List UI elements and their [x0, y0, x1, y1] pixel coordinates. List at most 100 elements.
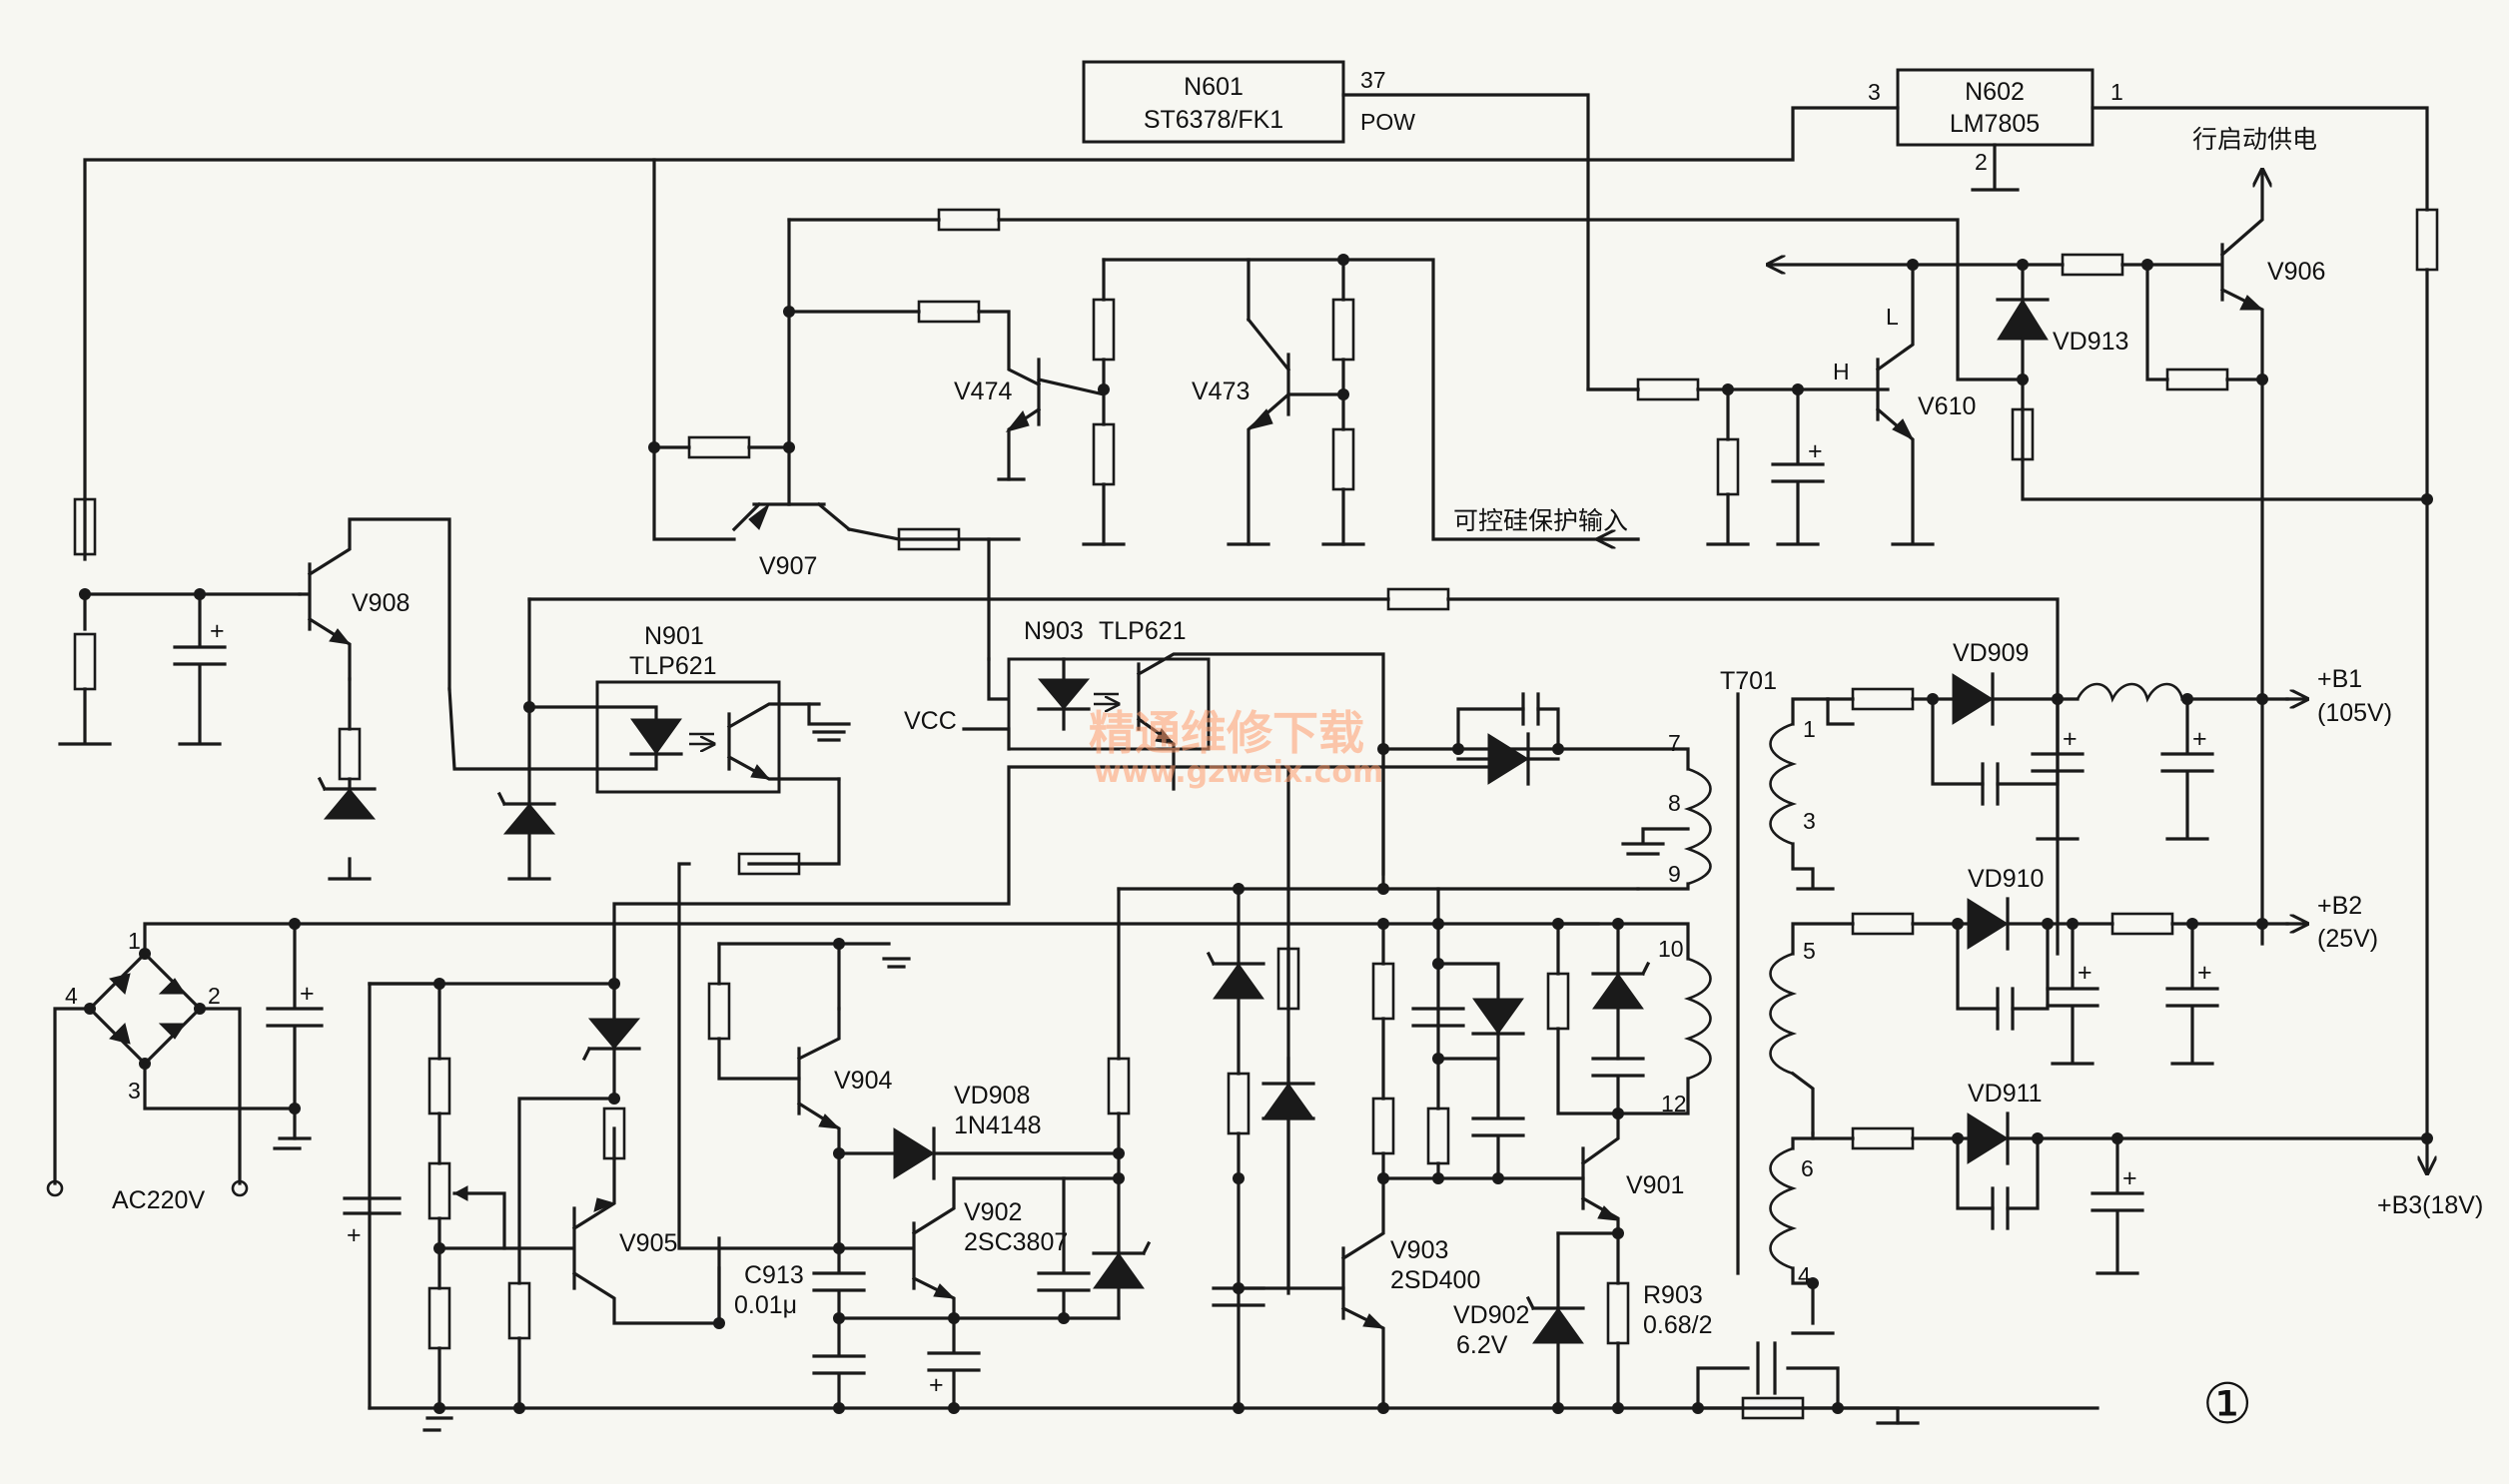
bridge-pin-4: 4	[65, 983, 78, 1009]
resistor-v906-feedback	[2165, 368, 2229, 391]
diode-vd909	[1931, 672, 2060, 726]
capacitor-ground	[1756, 1341, 1777, 1395]
resistor-v903-b	[1276, 947, 1300, 1011]
vd910-label: VD910	[1968, 865, 2044, 893]
resistor-winding-a	[1426, 1107, 1450, 1165]
c913-value-label: 0.01μ	[734, 1291, 797, 1319]
resistor-v908-emitter	[338, 727, 362, 781]
t-pin-6: 6	[1801, 1155, 1814, 1181]
b3-label: +B3(18V)	[2377, 1191, 2483, 1219]
transistor-v902	[837, 1176, 956, 1320]
n602-part-label: LM7805	[1950, 110, 2040, 138]
b1-label: +B1	[2317, 665, 2362, 693]
resistor-v903-c1	[1371, 962, 1395, 1021]
vcc-label: VCC	[904, 707, 957, 735]
bridge-pin-3: 3	[128, 1078, 141, 1104]
capacitor-b2-a	[2046, 922, 2099, 1066]
t-pin-4: 4	[1798, 1262, 1811, 1288]
t-pin-7: 7	[1668, 730, 1681, 756]
v907-label: V907	[759, 552, 817, 580]
v474-label: V474	[954, 377, 1012, 405]
capacitor-v905	[343, 1196, 402, 1215]
resistor-v474-down	[1092, 422, 1116, 486]
resistor-winding-b	[1546, 972, 1570, 1031]
n901-part-label: TLP621	[629, 652, 717, 680]
zener-v905	[581, 1018, 641, 1062]
diode-snubber	[1456, 732, 1560, 786]
diode-vd913	[1996, 263, 2050, 411]
v902-part-label: 2SC3807	[964, 1228, 1068, 1256]
capacitor-b1-b	[2160, 697, 2214, 841]
capacitor-winding-b	[1471, 1057, 1525, 1180]
vd909-label: VD909	[1953, 639, 2029, 667]
zener-v903-a	[1206, 887, 1265, 1410]
capacitor-main-filter	[266, 922, 324, 1140]
plus-sign: +	[2197, 959, 2212, 987]
resistor-left-down	[73, 632, 97, 691]
resistor-v906-base	[2061, 253, 2124, 277]
v610-h-label: H	[1833, 359, 1850, 384]
v903-part-label: 2SD400	[1390, 1266, 1480, 1294]
winding-7-9	[1683, 767, 1712, 886]
transistor-v901	[1580, 1112, 1620, 1230]
t-pin-12: 12	[1661, 1091, 1687, 1116]
transistor-v610	[1875, 263, 1935, 546]
winding-5-6	[1769, 952, 1798, 1076]
v610-label: V610	[1918, 392, 1976, 420]
resistor-ground	[1741, 1396, 1805, 1420]
capacitor-vd911	[1991, 1186, 2010, 1230]
resistor-v904-base	[707, 982, 731, 1041]
r903-value-label: 0.68/2	[1643, 1311, 1713, 1339]
resistor-r903	[1606, 1281, 1630, 1345]
capacitor-v908	[173, 592, 227, 746]
t-pin-5: 5	[1803, 938, 1816, 964]
transistor-v907	[731, 501, 852, 532]
n602-pin-gnd: 2	[1975, 149, 1988, 175]
vd902-value-label: 6.2V	[1456, 1331, 1508, 1359]
v905-label: V905	[619, 1229, 677, 1257]
resistor-left-up	[73, 497, 97, 556]
n602-pin-in: 3	[1868, 79, 1881, 105]
resistor-v905-e	[602, 1107, 626, 1160]
resistor-r-b3	[2415, 208, 2439, 272]
plus-sign: +	[929, 1371, 944, 1399]
n601-pin-name: POW	[1360, 109, 1415, 135]
c913-label: C913	[744, 1261, 804, 1289]
plus-sign: +	[2122, 1164, 2137, 1192]
winding-1-3	[1769, 722, 1798, 846]
inductor-b1	[2076, 682, 2184, 703]
plus-sign: +	[300, 980, 315, 1008]
transistor-v908	[298, 517, 451, 691]
n602-name-label: N602	[1965, 78, 2025, 106]
resistor-b2	[1851, 912, 1915, 936]
watermark-cn: 精通维修下载	[1089, 706, 1364, 760]
v901-label: V901	[1626, 1171, 1684, 1199]
plus-sign: +	[210, 617, 225, 645]
t701-label: T701	[1720, 667, 1777, 695]
n602-pin-out: 1	[2110, 79, 2123, 105]
b2-label: +B2	[2317, 892, 2362, 920]
vd911-label: VD911	[1968, 1080, 2043, 1108]
line-start-supply-label: 行启动供电	[2192, 126, 2317, 154]
vd908-label: VD908	[954, 1082, 1030, 1110]
bridge-pin-2: 2	[208, 983, 221, 1009]
resistor-v905-a	[427, 1057, 451, 1115]
resistor-b2-out	[2110, 912, 2174, 936]
optocoupler-n903	[1007, 652, 1385, 876]
n601-name-label: N601	[1184, 73, 1244, 101]
resistor-v902-collector	[1107, 1057, 1131, 1115]
resistor-n901-out	[737, 852, 801, 876]
diode-vd910	[1956, 897, 2075, 951]
resistor-v474-up	[1092, 298, 1116, 362]
bridge-pin-1: 1	[128, 928, 141, 954]
resistor-v905-b	[427, 1286, 451, 1350]
ic-n601: N601 ST6378/FK1	[1082, 60, 1345, 144]
transistor-v905	[502, 1156, 721, 1325]
winding-6-4	[1769, 1146, 1798, 1270]
t-pin-1: 1	[1803, 716, 1816, 742]
transistor-v474	[1005, 358, 1106, 481]
resistor-v905-pot	[427, 1161, 451, 1220]
capacitor-v902-base	[927, 1316, 981, 1410]
resistor-v474-base	[917, 300, 981, 324]
